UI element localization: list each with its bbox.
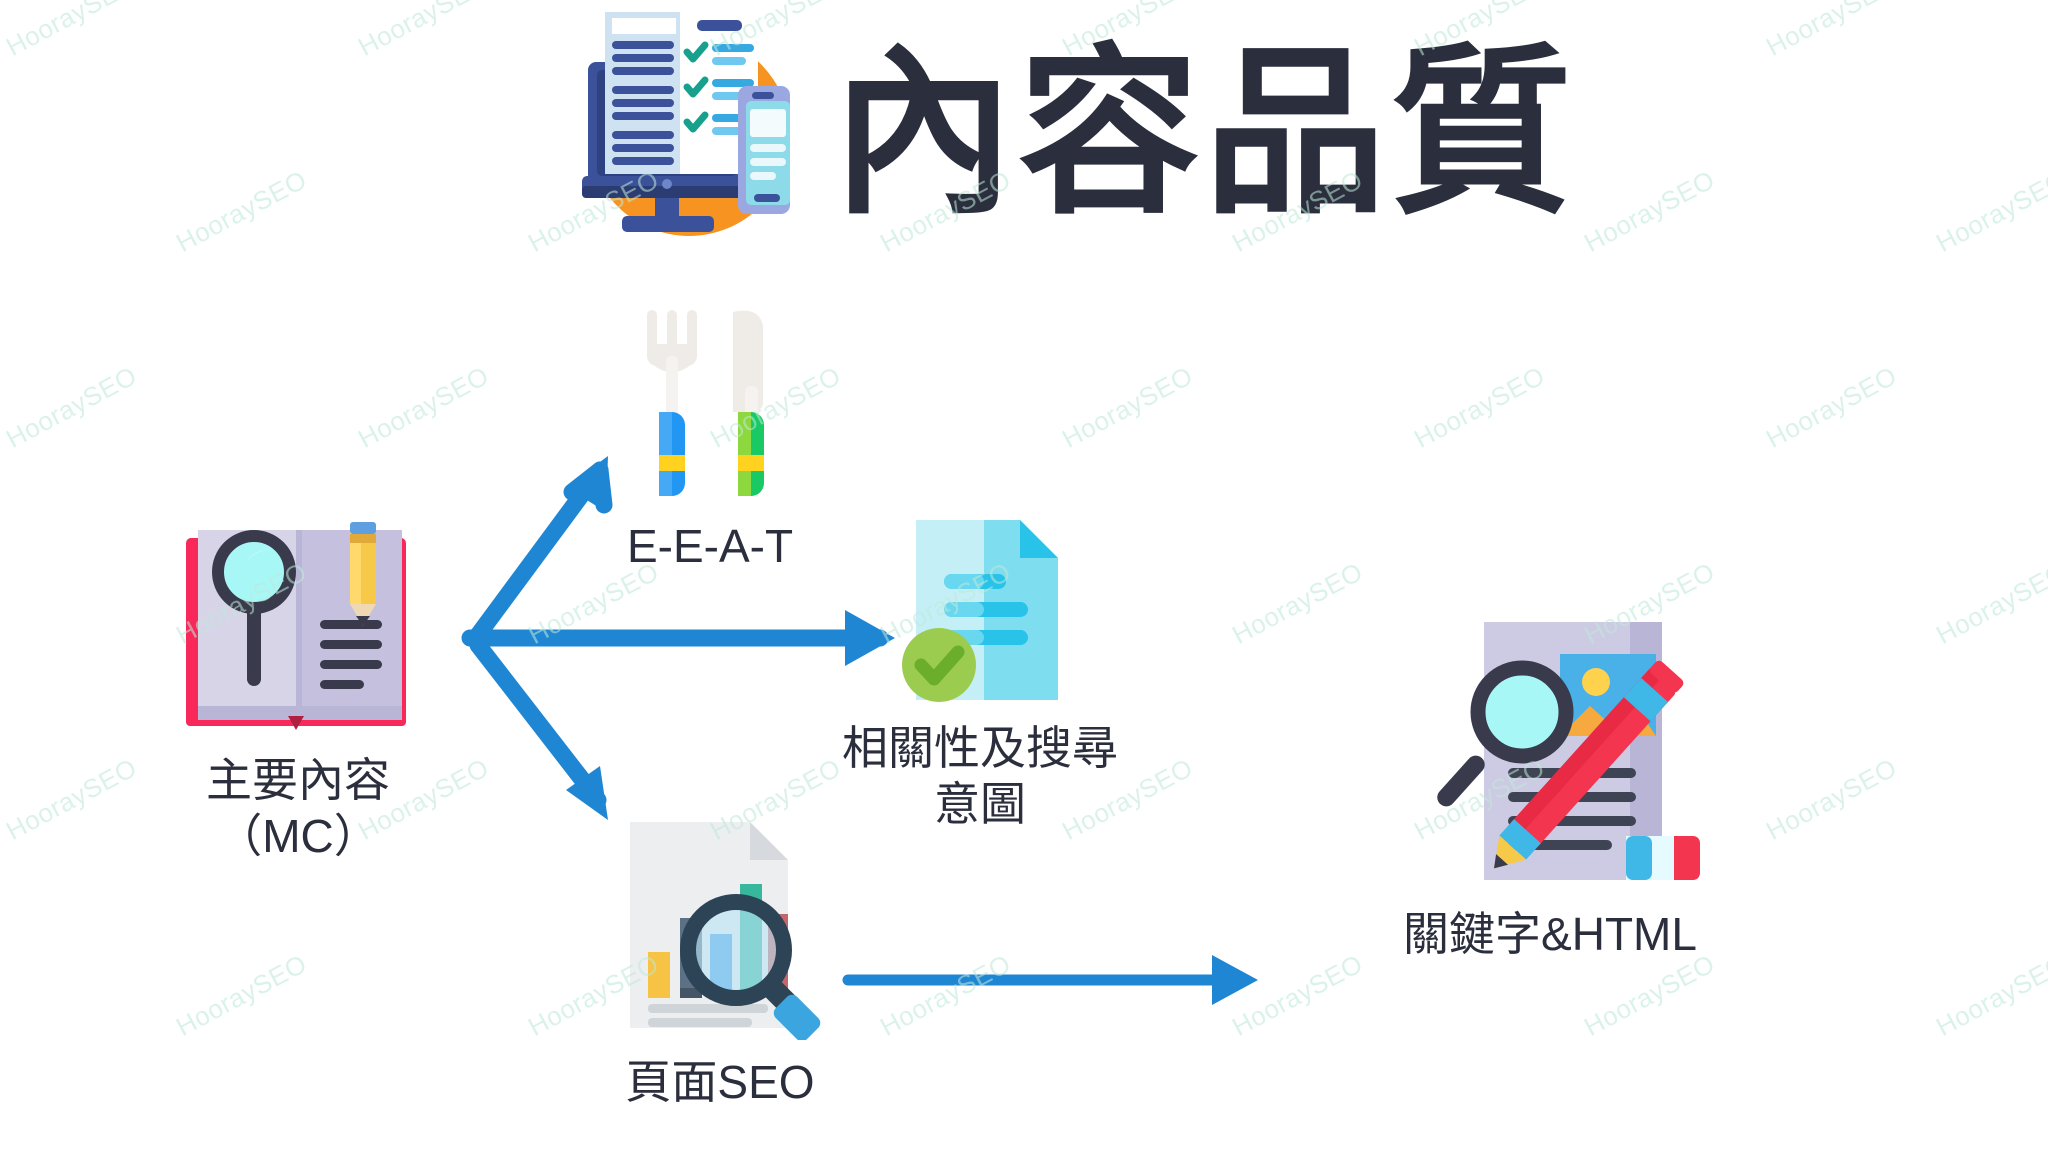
page-header: 內容品質	[560, 8, 1576, 258]
watermark-text: HooraySEO	[875, 948, 1016, 1042]
node-mc-label: 主要內容 （MC）	[206, 754, 390, 863]
watermark-text: HooraySEO	[1057, 1144, 1198, 1152]
document-pencil-magnifier-icon	[1400, 600, 1700, 890]
arrow-mc-to-eeat	[469, 456, 613, 644]
watermark-text: HooraySEO	[1579, 948, 1720, 1042]
node-eeat-label: E-E-A-T	[626, 520, 794, 572]
arrow-mc-to-onpage	[469, 636, 608, 820]
watermark-text: HooraySEO	[1761, 752, 1902, 846]
watermark-text: HooraySEO	[705, 1144, 846, 1152]
watermark-text: HooraySEO	[353, 0, 494, 62]
node-onpage-label: 頁面SEO	[625, 1056, 815, 1108]
arrow-onpage-to-keywords	[842, 955, 1258, 1005]
watermark-text: HooraySEO	[1931, 164, 2048, 258]
node-eeat: E-E-A-T	[590, 300, 830, 574]
watermark-text: HooraySEO	[353, 360, 494, 454]
node-mc: 主要內容 （MC）	[148, 520, 448, 864]
watermark-text: HooraySEO	[1409, 360, 1550, 454]
watermark-text: HooraySEO	[1, 0, 142, 62]
book-magnifier-pencil-icon	[168, 520, 428, 740]
watermark-text: HooraySEO	[1409, 1144, 1550, 1152]
watermark-text: HooraySEO	[1057, 360, 1198, 454]
watermark-text: HooraySEO	[171, 948, 312, 1042]
watermark-text: HooraySEO	[1227, 948, 1368, 1042]
watermark-text: HooraySEO	[1, 360, 142, 454]
node-keywords: 關鍵字&HTML	[1330, 600, 1770, 962]
watermark-text: HooraySEO	[1761, 1144, 1902, 1152]
document-check-icon	[880, 510, 1080, 710]
watermark-text: HooraySEO	[1, 1144, 142, 1152]
watermark-text: HooraySEO	[1579, 164, 1720, 258]
watermark-text: HooraySEO	[353, 1144, 494, 1152]
node-relevance-label: 相關性及搜尋 意圖	[842, 722, 1118, 831]
watermark-text: HooraySEO	[1931, 948, 2048, 1042]
node-onpage: 頁面SEO	[560, 810, 880, 1110]
watermark-text: HooraySEO	[1761, 0, 1902, 62]
fork-knife-icon	[605, 300, 815, 500]
watermark-text: HooraySEO	[171, 164, 312, 258]
watermark-text: HooraySEO	[1931, 556, 2048, 650]
report-chart-magnifier-icon	[610, 810, 830, 1042]
monitor-checklist-mobile-icon	[560, 8, 810, 258]
page-title: 內容品質	[832, 31, 1576, 235]
node-keywords-label: 關鍵字&HTML	[1403, 908, 1697, 960]
node-relevance: 相關性及搜尋 意圖	[800, 510, 1160, 832]
watermark-text: HooraySEO	[1761, 360, 1902, 454]
watermark-text: HooraySEO	[1, 752, 142, 846]
